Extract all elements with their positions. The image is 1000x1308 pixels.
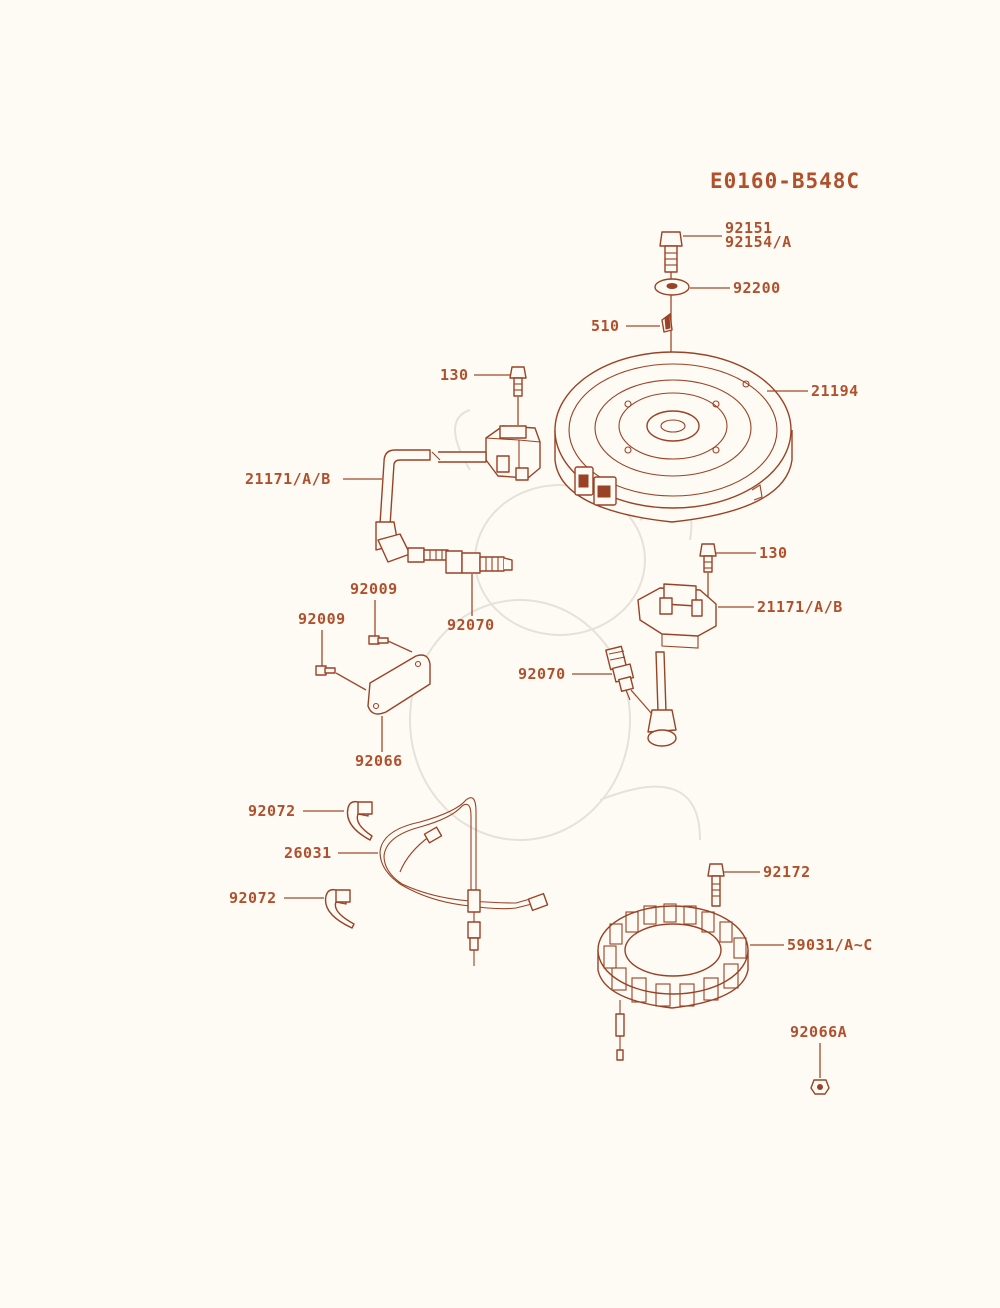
plate-bolt-b-icon xyxy=(315,665,336,676)
coil-screw-right-icon xyxy=(699,543,717,573)
washer-icon xyxy=(654,278,690,296)
label-harness: 26031 xyxy=(284,844,332,862)
label-plate: 92066 xyxy=(355,752,403,770)
stator-lead-icon xyxy=(615,1000,625,1061)
label-clamp-bottom: 92072 xyxy=(229,889,277,907)
label-bolt-b: 92154/A xyxy=(725,233,792,251)
label-coil-top: 21171/A/B xyxy=(245,470,331,488)
nut-icon xyxy=(810,1079,830,1095)
plug-cap-top-icon xyxy=(375,521,425,563)
diagram-code: E0160-B548C xyxy=(710,169,860,193)
flywheel-bolt-icon xyxy=(659,231,683,273)
flywheel-icon xyxy=(554,351,793,523)
coil-screw-top-icon xyxy=(509,366,527,397)
label-bolt-a: 92151 xyxy=(725,219,773,237)
spark-plug-top-icon xyxy=(423,549,513,574)
label-screw-right: 130 xyxy=(759,544,788,562)
stator-icon xyxy=(597,903,749,1009)
ht-lead-top xyxy=(379,449,431,527)
plug-cap-right-icon xyxy=(647,709,677,747)
plate-bolt-a-icon xyxy=(368,635,389,645)
plate-icon xyxy=(367,654,431,715)
ht-lead-right xyxy=(655,651,667,713)
clamp-top-icon xyxy=(346,800,373,841)
label-screw-top: 130 xyxy=(440,366,469,384)
label-plate-bolt-a: 92009 xyxy=(350,580,398,598)
label-clamp-top: 92072 xyxy=(248,802,296,820)
watermark-figure xyxy=(409,409,701,841)
clamp-bottom-icon xyxy=(324,888,355,929)
label-flywheel: 21194 xyxy=(811,382,859,400)
label-stator: 59031/A~C xyxy=(787,936,873,954)
label-plate-bolt-b: 92009 xyxy=(298,610,346,628)
label-plug-top: 92070 xyxy=(447,616,495,634)
stator-bolt-icon xyxy=(707,863,725,907)
ignition-coil-right-icon xyxy=(637,583,717,649)
label-plug-right: 92070 xyxy=(518,665,566,683)
spark-plug-right-icon xyxy=(605,645,635,701)
ignition-coil-top-icon xyxy=(431,425,541,481)
label-coil-right: 21171/A/B xyxy=(757,598,843,616)
label-stator-bolt: 92172 xyxy=(763,863,811,881)
key-icon xyxy=(661,313,673,333)
label-key: 510 xyxy=(591,317,620,335)
label-washer: 92200 xyxy=(733,279,781,297)
label-nut: 92066A xyxy=(790,1023,847,1041)
wire-harness-icon xyxy=(379,797,549,966)
